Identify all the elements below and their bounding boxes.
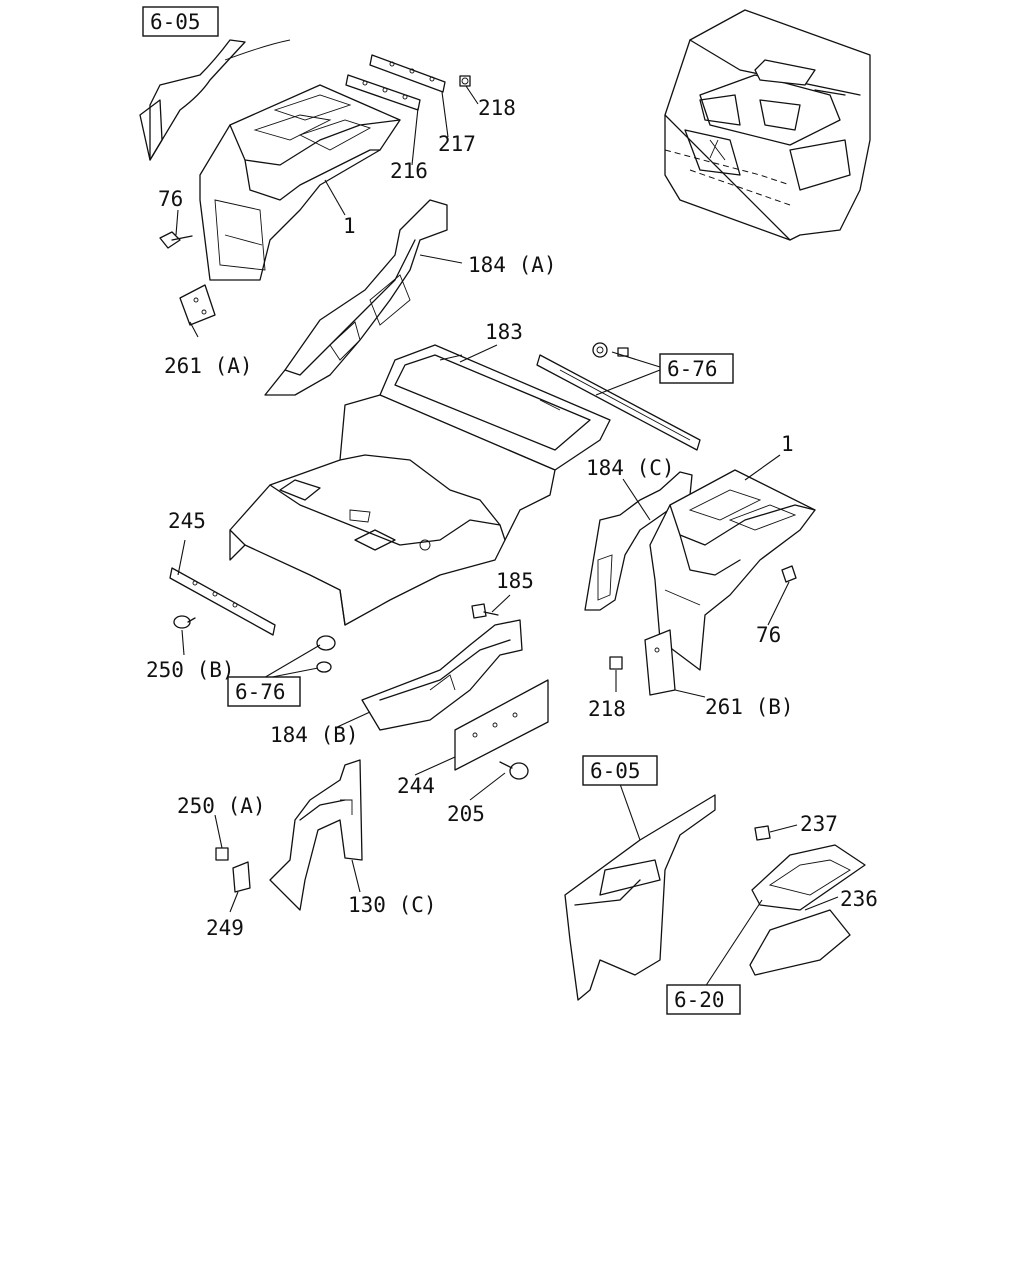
bracket-part-217 xyxy=(369,54,446,93)
callout-261a: 261 (A) xyxy=(164,354,253,378)
step-part-236 xyxy=(749,844,866,976)
callout-184c: 184 (C) xyxy=(586,456,675,480)
bracket-part-184a xyxy=(264,199,448,396)
callout-183: 183 xyxy=(485,320,523,344)
reference-box-6-05-bottom[interactable]: 6-05 xyxy=(582,755,658,786)
svg-text:6-76: 6-76 xyxy=(667,357,718,381)
bracket-part-184c xyxy=(584,471,693,611)
body-panel-6-05-bottom xyxy=(564,794,716,1001)
bracket-part-130c xyxy=(269,759,363,911)
bracket-part-184b xyxy=(361,619,523,731)
svg-text:6-05: 6-05 xyxy=(150,10,201,34)
bolt-part-237 xyxy=(754,825,771,841)
bolt-part-218-top xyxy=(459,75,471,87)
callout-205: 205 xyxy=(447,802,485,826)
reference-box-6-20[interactable]: 6-20 xyxy=(666,984,741,1015)
plate-part-244 xyxy=(454,679,549,771)
callout-218-right: 218 xyxy=(588,697,626,721)
callout-245: 245 xyxy=(168,509,206,533)
plate-part-261b xyxy=(644,629,676,696)
cab-overview-illustration xyxy=(664,9,871,241)
clip-part-250b xyxy=(173,615,196,629)
floor-panel xyxy=(229,394,556,626)
callout-237: 237 xyxy=(800,812,838,836)
svg-text:6-76: 6-76 xyxy=(235,680,286,704)
reference-box-6-76-right[interactable]: 6-76 xyxy=(659,353,734,384)
callout-76-right: 76 xyxy=(756,623,781,647)
fender-liner-part-1-right xyxy=(649,469,816,671)
callout-1-left: 1 xyxy=(343,214,356,238)
plate-part-261a xyxy=(179,284,216,326)
callout-218-top: 218 xyxy=(478,96,516,120)
grommets-6-76-bottom xyxy=(316,635,336,673)
bolt-part-250a xyxy=(215,847,229,861)
callout-249: 249 xyxy=(206,916,244,940)
callout-184b: 184 (B) xyxy=(270,723,359,747)
body-panel-6-05-top xyxy=(139,39,291,161)
callout-labels: 218 217 216 1 76 184 (A) 261 (A) 183 1 1… xyxy=(146,96,878,940)
callout-236: 236 xyxy=(840,887,878,911)
callout-217: 217 xyxy=(438,132,476,156)
callout-244: 244 xyxy=(397,774,435,798)
reference-box-6-05-top[interactable]: 6-05 xyxy=(142,6,219,37)
clip-part-205 xyxy=(499,761,529,780)
svg-text:6-20: 6-20 xyxy=(674,988,725,1012)
bolt-part-185 xyxy=(471,603,499,619)
bolt-part-218-right xyxy=(609,656,623,670)
strip-part-6-76 xyxy=(536,354,701,451)
bolt-part-76-right xyxy=(781,565,797,583)
callout-185: 185 xyxy=(496,569,534,593)
bracket-part-245 xyxy=(169,567,276,636)
fender-liner-part-1-left xyxy=(199,84,401,281)
callout-261b: 261 (B) xyxy=(705,695,794,719)
reference-box-6-76-left[interactable]: 6-76 xyxy=(227,676,301,707)
plate-part-249 xyxy=(232,861,251,893)
callout-130c: 130 (C) xyxy=(348,893,437,917)
callout-216: 216 xyxy=(390,159,428,183)
bolt-part-76-left xyxy=(159,231,193,249)
callout-184a: 184 (A) xyxy=(468,253,557,277)
callout-1-right: 1 xyxy=(781,432,794,456)
callout-250a: 250 (A) xyxy=(177,794,266,818)
svg-text:6-05: 6-05 xyxy=(590,759,641,783)
callout-76-left: 76 xyxy=(158,187,183,211)
callout-250b: 250 (B) xyxy=(146,658,235,682)
